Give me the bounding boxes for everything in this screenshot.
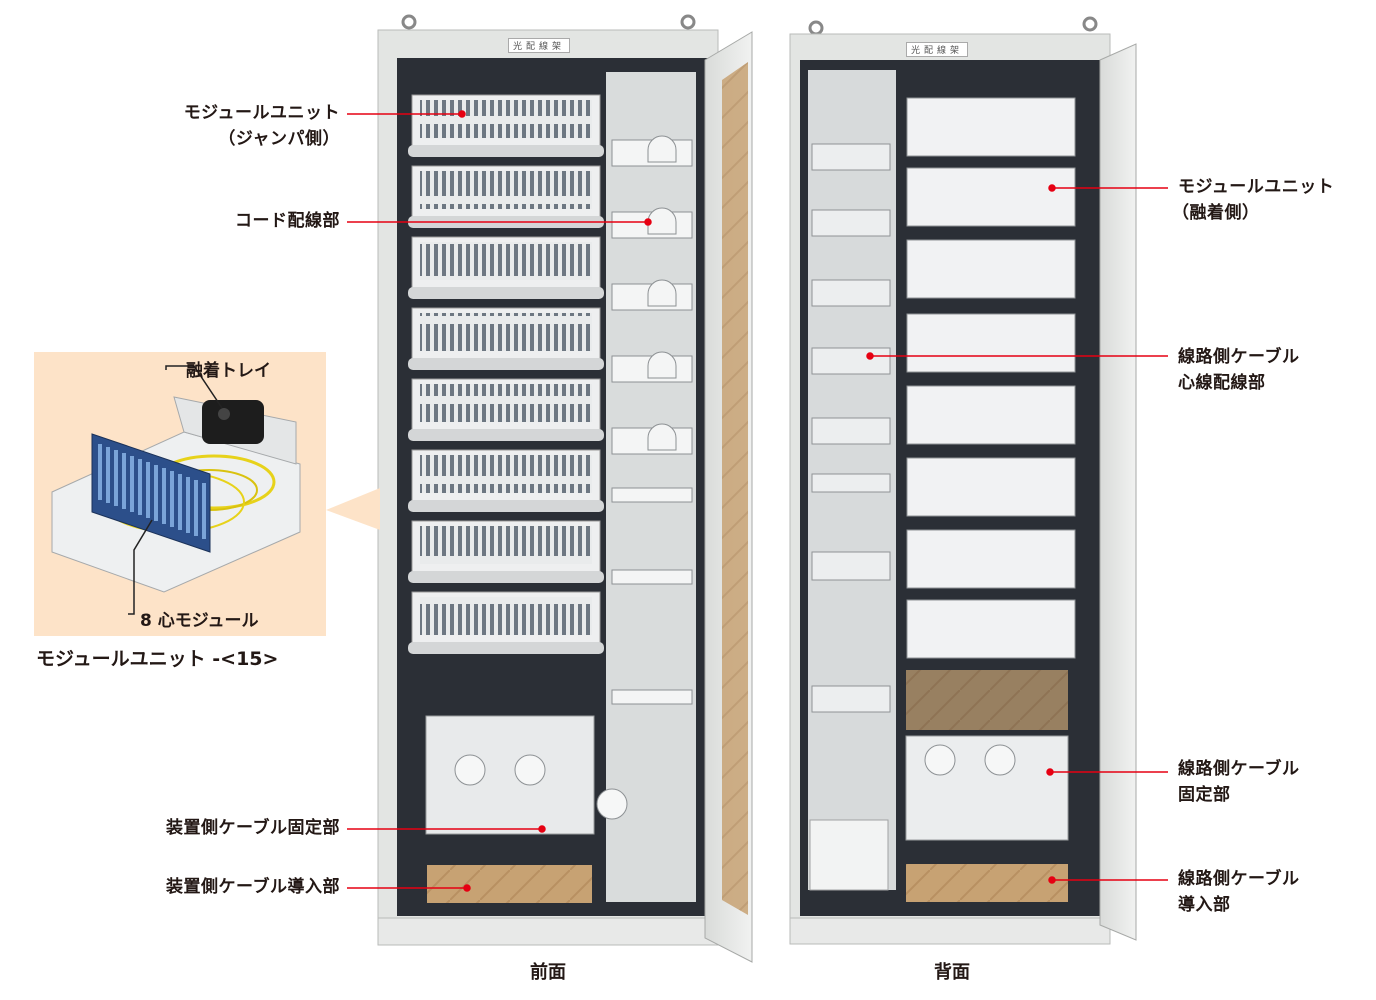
front-cable-intro-floor xyxy=(427,865,592,903)
rear-core-wiring-shelves xyxy=(811,143,891,713)
label-line-cable-fix-1: 線路側ケーブル xyxy=(1178,759,1300,779)
front-cabinet xyxy=(377,14,753,963)
label-8core-module: 8 心モジュール xyxy=(140,611,259,631)
label-device-cable-intro: 装置側ケーブル導入部 xyxy=(166,877,340,897)
caption-rear: 背面 xyxy=(934,962,970,983)
label-line-cable-fix-2: 固定部 xyxy=(1178,785,1231,805)
inset-pointer xyxy=(326,488,380,530)
label-line-cable-core-1: 線路側ケーブル xyxy=(1178,347,1300,367)
front-cable-fixing xyxy=(425,715,628,835)
module-unit-inset: 融着トレイ 8 心モジュール xyxy=(34,352,326,636)
label-rear-module-unit: モジュールユニット xyxy=(1178,177,1335,197)
cord-hooks xyxy=(611,135,693,705)
module-unit-photo xyxy=(51,365,301,615)
front-nameplate: 光配線架 xyxy=(508,38,571,53)
front-module-units xyxy=(408,94,604,654)
label-front-module-unit: モジュールユニット xyxy=(183,103,340,123)
rear-cabinet xyxy=(789,16,1137,945)
leader-lines xyxy=(347,110,1168,892)
label-rear-module-unit-sub: （融着側） xyxy=(1172,203,1260,223)
label-fusion-tray: 融着トレイ xyxy=(186,361,271,381)
rear-door xyxy=(1099,43,1137,941)
label-front-module-unit-sub: （ジャンパ側） xyxy=(218,129,340,149)
label-device-cable-fix: 装置側ケーブル固定部 xyxy=(166,818,340,838)
rear-nameplate: 光配線架 xyxy=(906,42,969,57)
rear-cable-intro-floor xyxy=(906,864,1068,902)
label-line-cable-core-2: 心線配線部 xyxy=(1178,373,1266,393)
label-cord-wiring: コード配線部 xyxy=(235,211,340,231)
inset-title: モジュールユニット -<15> xyxy=(36,648,279,670)
label-line-cable-intro-2: 導入部 xyxy=(1178,895,1231,915)
rear-module-units xyxy=(906,97,1076,659)
caption-front: 前面 xyxy=(530,962,566,983)
label-line-cable-intro-1: 線路側ケーブル xyxy=(1178,869,1300,889)
